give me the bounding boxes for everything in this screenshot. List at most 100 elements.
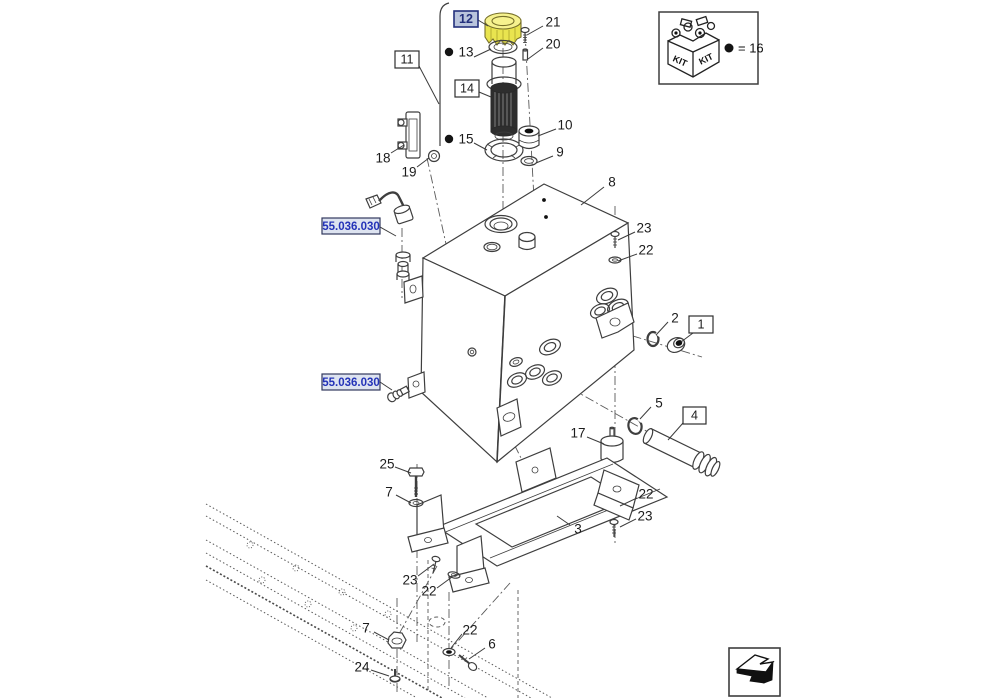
part-20-pin bbox=[522, 48, 529, 61]
part-4-tube bbox=[642, 428, 721, 477]
leader-line bbox=[395, 494, 412, 504]
part-5-oring bbox=[627, 416, 643, 436]
leader-line bbox=[379, 381, 393, 391]
callout-label: 9 bbox=[556, 145, 564, 160]
callout-box bbox=[454, 79, 480, 98]
callout-22c: 22 bbox=[421, 576, 453, 599]
chassis-rail-phantom bbox=[205, 503, 553, 698]
part-7-nut bbox=[387, 631, 407, 649]
callout-label: 20 bbox=[545, 37, 560, 52]
leader-line bbox=[527, 47, 544, 60]
callout-label: 4 bbox=[691, 409, 698, 423]
part-7-washer bbox=[408, 498, 424, 508]
leader-line bbox=[436, 576, 453, 589]
leader-line bbox=[617, 253, 638, 262]
callout-17: 17 bbox=[570, 426, 605, 445]
part-8-tank bbox=[403, 183, 635, 464]
callout-label: 3 bbox=[574, 522, 582, 537]
part-25-bolt bbox=[407, 467, 425, 497]
callout-label: 17 bbox=[570, 426, 585, 441]
callout-label: 12 bbox=[459, 12, 473, 26]
callout-3: 3 bbox=[556, 515, 582, 537]
callout-15: 15 bbox=[444, 132, 488, 151]
leader-line bbox=[468, 647, 486, 660]
callout-2: 2 bbox=[655, 311, 679, 336]
callout-label: 2 bbox=[671, 311, 679, 326]
callout-label: 24 bbox=[354, 660, 370, 675]
leader-line bbox=[667, 422, 684, 441]
callout-label: 22 bbox=[462, 623, 477, 638]
callout-box bbox=[394, 50, 420, 69]
callout-10: 10 bbox=[537, 118, 573, 137]
callout-label: 25 bbox=[379, 457, 394, 472]
leader-line bbox=[394, 466, 412, 474]
callout-label: 15 bbox=[458, 132, 473, 147]
callout-label: 55.036.030 bbox=[322, 221, 380, 233]
callout-23c: 23 bbox=[402, 563, 435, 588]
kit-equivalence-text: = 16 bbox=[738, 41, 764, 56]
part-15-snap-ring bbox=[484, 138, 524, 162]
callout-box bbox=[453, 10, 479, 28]
leader-line bbox=[417, 563, 435, 577]
leader-line bbox=[680, 332, 694, 343]
callout-22a: 22 bbox=[617, 243, 654, 262]
back-navigation-button[interactable] bbox=[728, 647, 781, 697]
callout-label: 11 bbox=[401, 53, 414, 67]
part-19-fitting bbox=[427, 149, 441, 163]
callout-box bbox=[688, 315, 714, 334]
callout-25: 25 bbox=[379, 457, 412, 474]
leader-line bbox=[619, 518, 637, 528]
callout-1[interactable]: 1 bbox=[680, 315, 714, 343]
callout-7a: 7 bbox=[385, 485, 412, 504]
callout-label: 6 bbox=[488, 637, 496, 652]
callout-4[interactable]: 4 bbox=[667, 406, 707, 441]
part-6-bolt bbox=[458, 654, 478, 672]
part-23-screw-frame bbox=[431, 555, 441, 574]
kit-dot-icon bbox=[724, 43, 734, 53]
leader-line bbox=[416, 157, 430, 168]
callout-22b: 22 bbox=[619, 487, 654, 507]
callout-label: 21 bbox=[545, 15, 560, 30]
leader-line bbox=[390, 144, 405, 154]
callout-label: 10 bbox=[557, 118, 572, 133]
callout-label: 19 bbox=[401, 165, 416, 180]
callout-label: 7 bbox=[362, 621, 370, 636]
part-3-support-frame bbox=[407, 447, 669, 593]
callout-12[interactable]: 12 bbox=[453, 10, 489, 28]
callout-19: 19 bbox=[401, 157, 430, 180]
callout-23b: 23 bbox=[619, 509, 653, 528]
leader-line bbox=[478, 91, 492, 98]
callout-label: 22 bbox=[638, 487, 653, 502]
callout-box bbox=[682, 406, 707, 425]
level-sensor-assembly bbox=[365, 191, 414, 280]
leader-line bbox=[586, 436, 605, 445]
callout-9: 9 bbox=[535, 145, 564, 164]
part-22-washer-low bbox=[442, 647, 456, 657]
leader-line bbox=[619, 497, 638, 507]
callout-ref-bottom[interactable]: 55.036.030 bbox=[321, 373, 393, 391]
part-1-plug bbox=[666, 337, 686, 353]
callout-7b: 7 bbox=[362, 621, 390, 641]
leader-line bbox=[617, 231, 636, 241]
leader-line bbox=[580, 186, 605, 206]
callout-label: 8 bbox=[608, 175, 616, 190]
part-24-bolt bbox=[389, 669, 401, 683]
callout-14[interactable]: 14 bbox=[454, 79, 492, 98]
callout-23a: 23 bbox=[617, 221, 652, 241]
part-22-washer-frame bbox=[447, 571, 461, 579]
leader-line bbox=[556, 515, 571, 526]
callout-label: 7 bbox=[385, 485, 393, 500]
callout-label: 22 bbox=[638, 243, 653, 258]
kit-legend: KIT KIT = 16 bbox=[658, 11, 764, 85]
callout-box bbox=[321, 217, 381, 235]
leader-line bbox=[655, 321, 669, 336]
callout-label: 23 bbox=[637, 509, 652, 524]
callout-label: 23 bbox=[402, 573, 417, 588]
group-bracket-11 bbox=[439, 2, 450, 146]
leader-line bbox=[473, 48, 492, 58]
part-13-snap-ring bbox=[488, 39, 518, 55]
part-10-grommet bbox=[518, 125, 540, 150]
callout-ref-top[interactable]: 55.036.030 bbox=[321, 217, 397, 237]
callout-20: 20 bbox=[527, 37, 561, 60]
callout-11[interactable]: 11 bbox=[394, 50, 440, 105]
